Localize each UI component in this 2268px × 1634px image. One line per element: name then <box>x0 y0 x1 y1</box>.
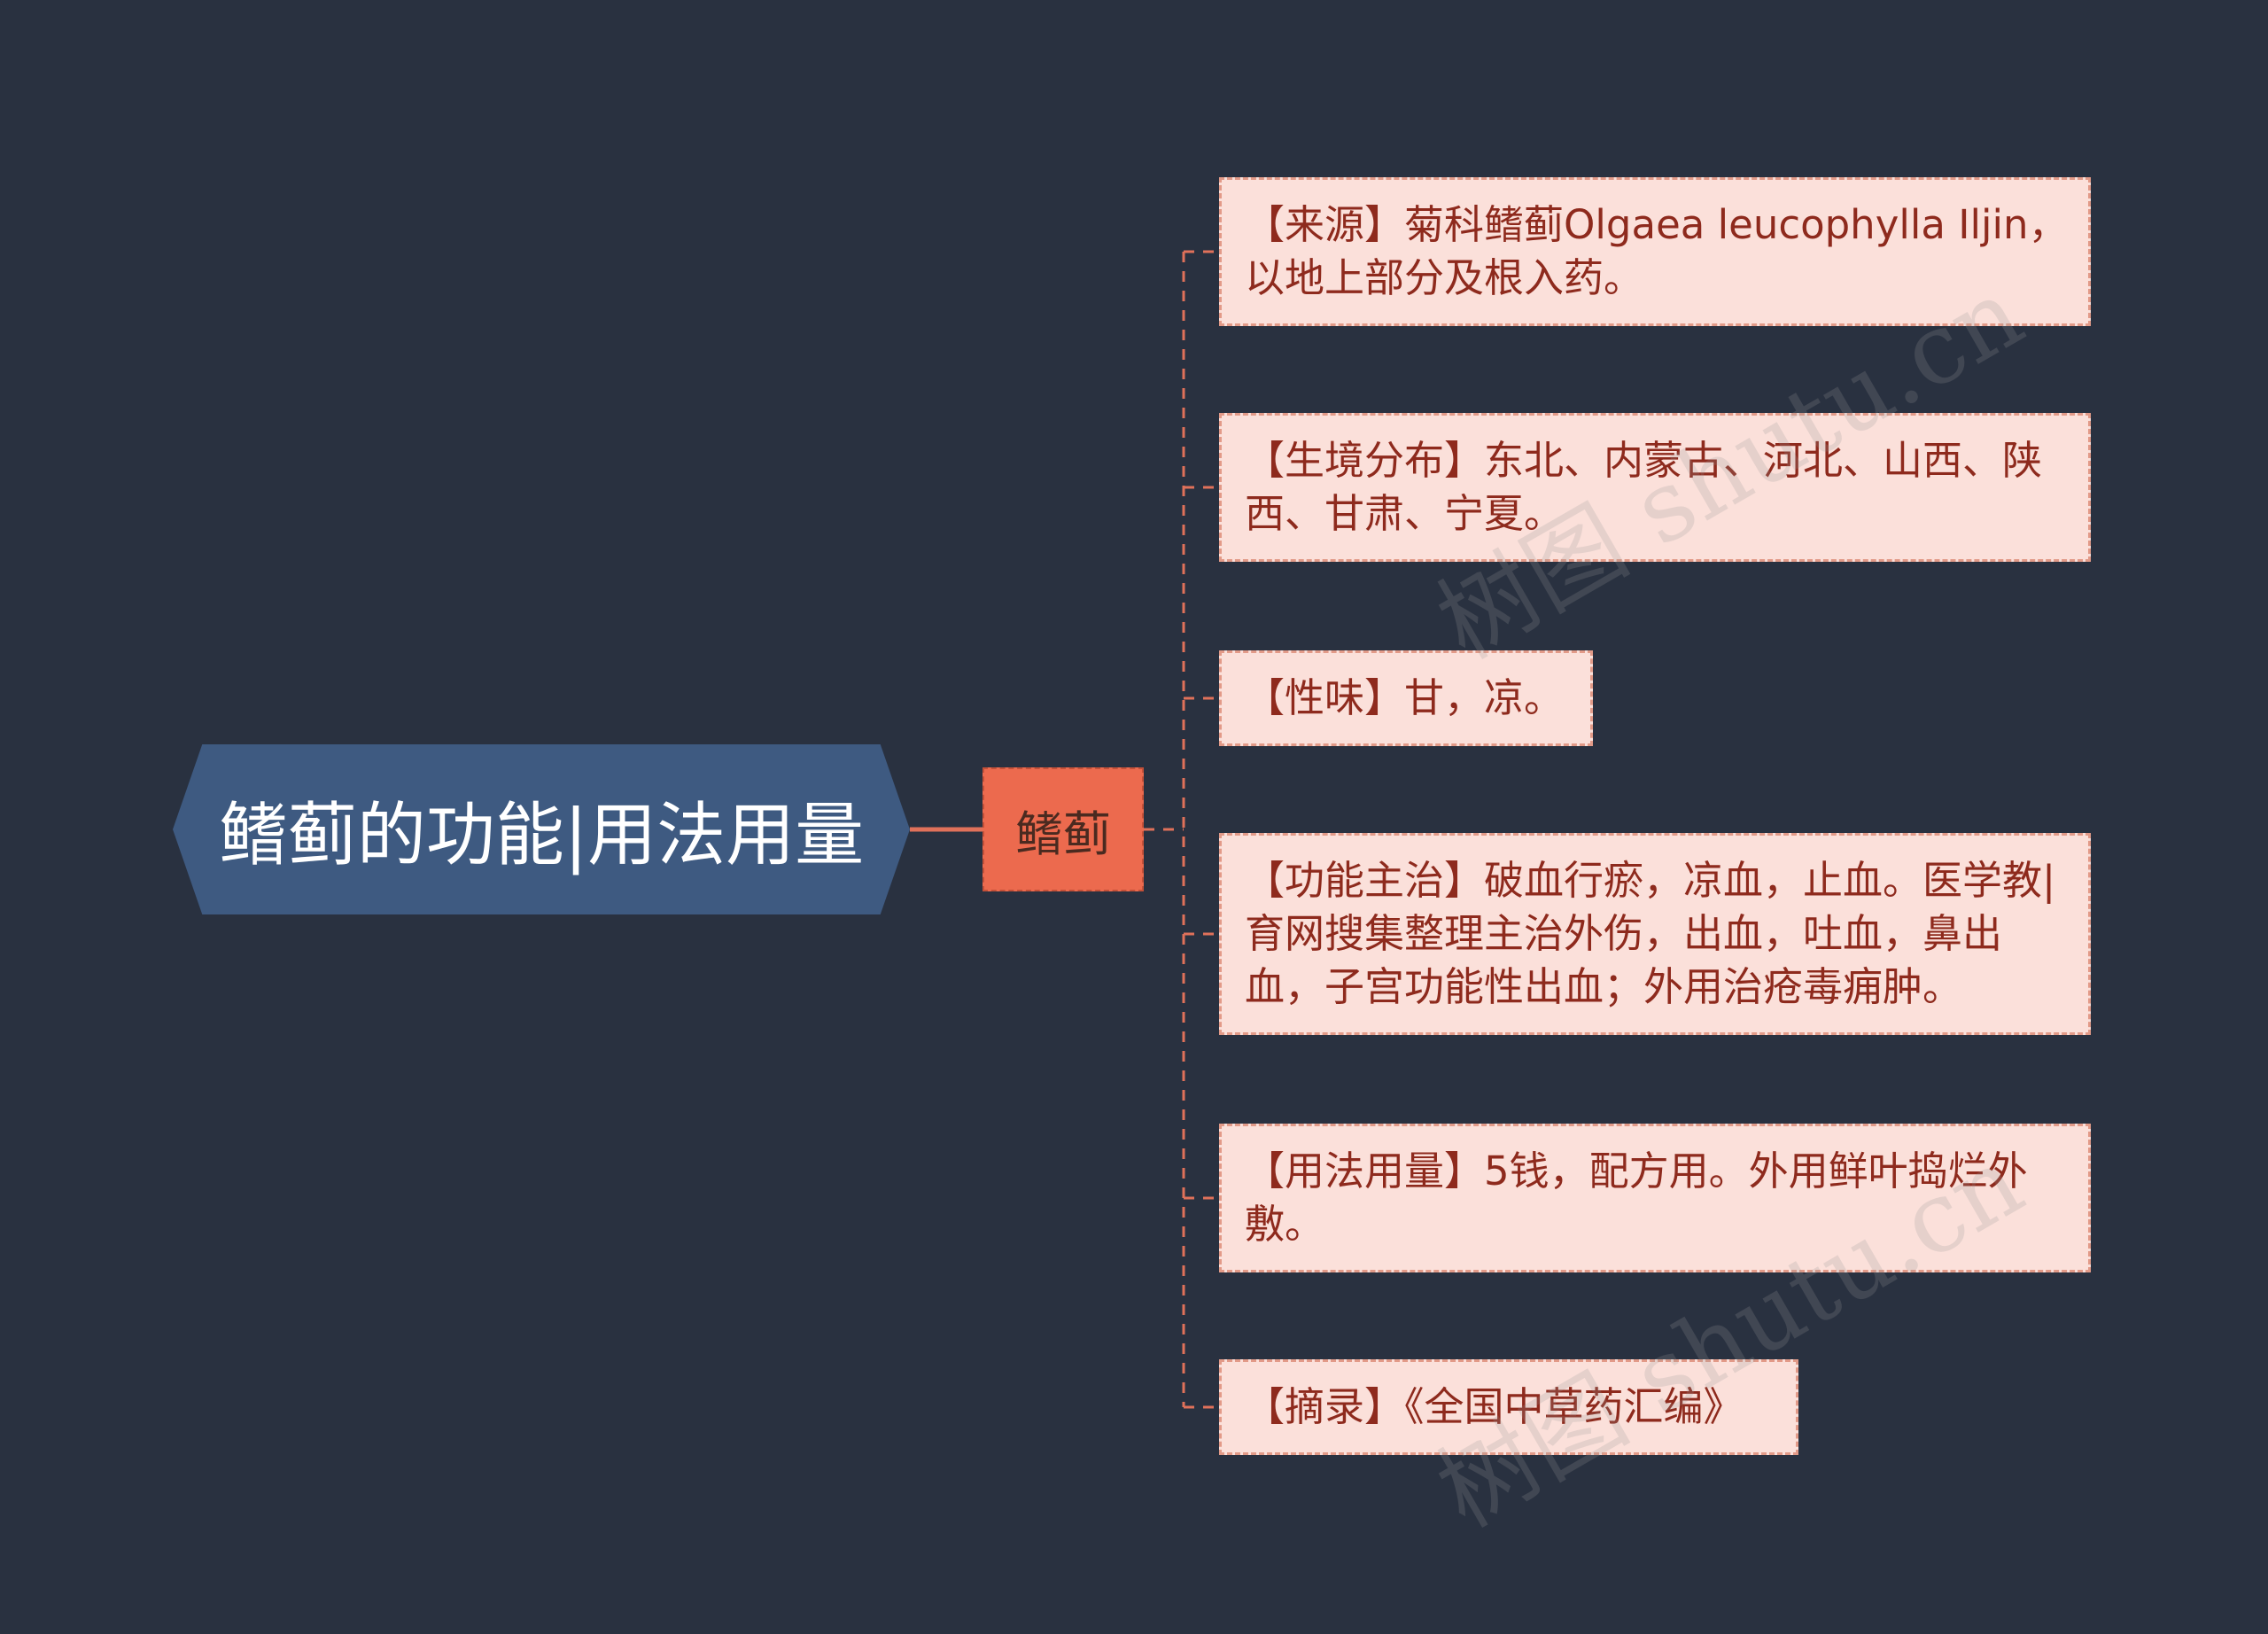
leaf-node-text: 【摘录】《全国中草药汇编》 <box>1245 1383 1744 1430</box>
leaf-node-text: 【来源】菊科鳍蓟Olgaea leucophylla Iljin，以地上部分及根… <box>1245 201 2069 301</box>
leaf-node-text: 【生境分布】东北、内蒙古、河北、山西、陕西、甘肃、宁夏。 <box>1245 437 2043 537</box>
leaf-node-nature[interactable]: 【性味】甘，凉。 <box>1219 650 1593 746</box>
leaf-node-source[interactable]: 【来源】菊科鳍蓟Olgaea leucophylla Iljin，以地上部分及根… <box>1219 177 2091 326</box>
leaf-node-dosage[interactable]: 【用法用量】5钱，配方用。外用鲜叶捣烂外敷。 <box>1219 1124 2091 1272</box>
root-node-label: 鳍蓟的功能|用法用量 <box>218 796 865 875</box>
leaf-node-habitat[interactable]: 【生境分布】东北、内蒙古、河北、山西、陕西、甘肃、宁夏。 <box>1219 413 2091 562</box>
leaf-node-text: 【性味】甘，凉。 <box>1245 674 1565 721</box>
hub-node[interactable]: 鳍蓟 <box>983 767 1144 891</box>
hub-node-label: 鳍蓟 <box>1015 805 1111 862</box>
leaf-node-excerpt[interactable]: 【摘录】《全国中草药汇编》 <box>1219 1359 1798 1455</box>
leaf-node-text: 【用法用量】5钱，配方用。外用鲜叶捣烂外敷。 <box>1245 1148 2028 1248</box>
root-node[interactable]: 鳍蓟的功能|用法用量 <box>173 744 910 914</box>
leaf-node-function[interactable]: 【功能主治】破血行瘀，凉血，止血。医学教|育网搜集整理主治外伤，出血，吐血，鼻出… <box>1219 833 2091 1035</box>
leaf-node-text: 【功能主治】破血行瘀，凉血，止血。医学教|育网搜集整理主治外伤，出血，吐血，鼻出… <box>1245 857 2056 1010</box>
